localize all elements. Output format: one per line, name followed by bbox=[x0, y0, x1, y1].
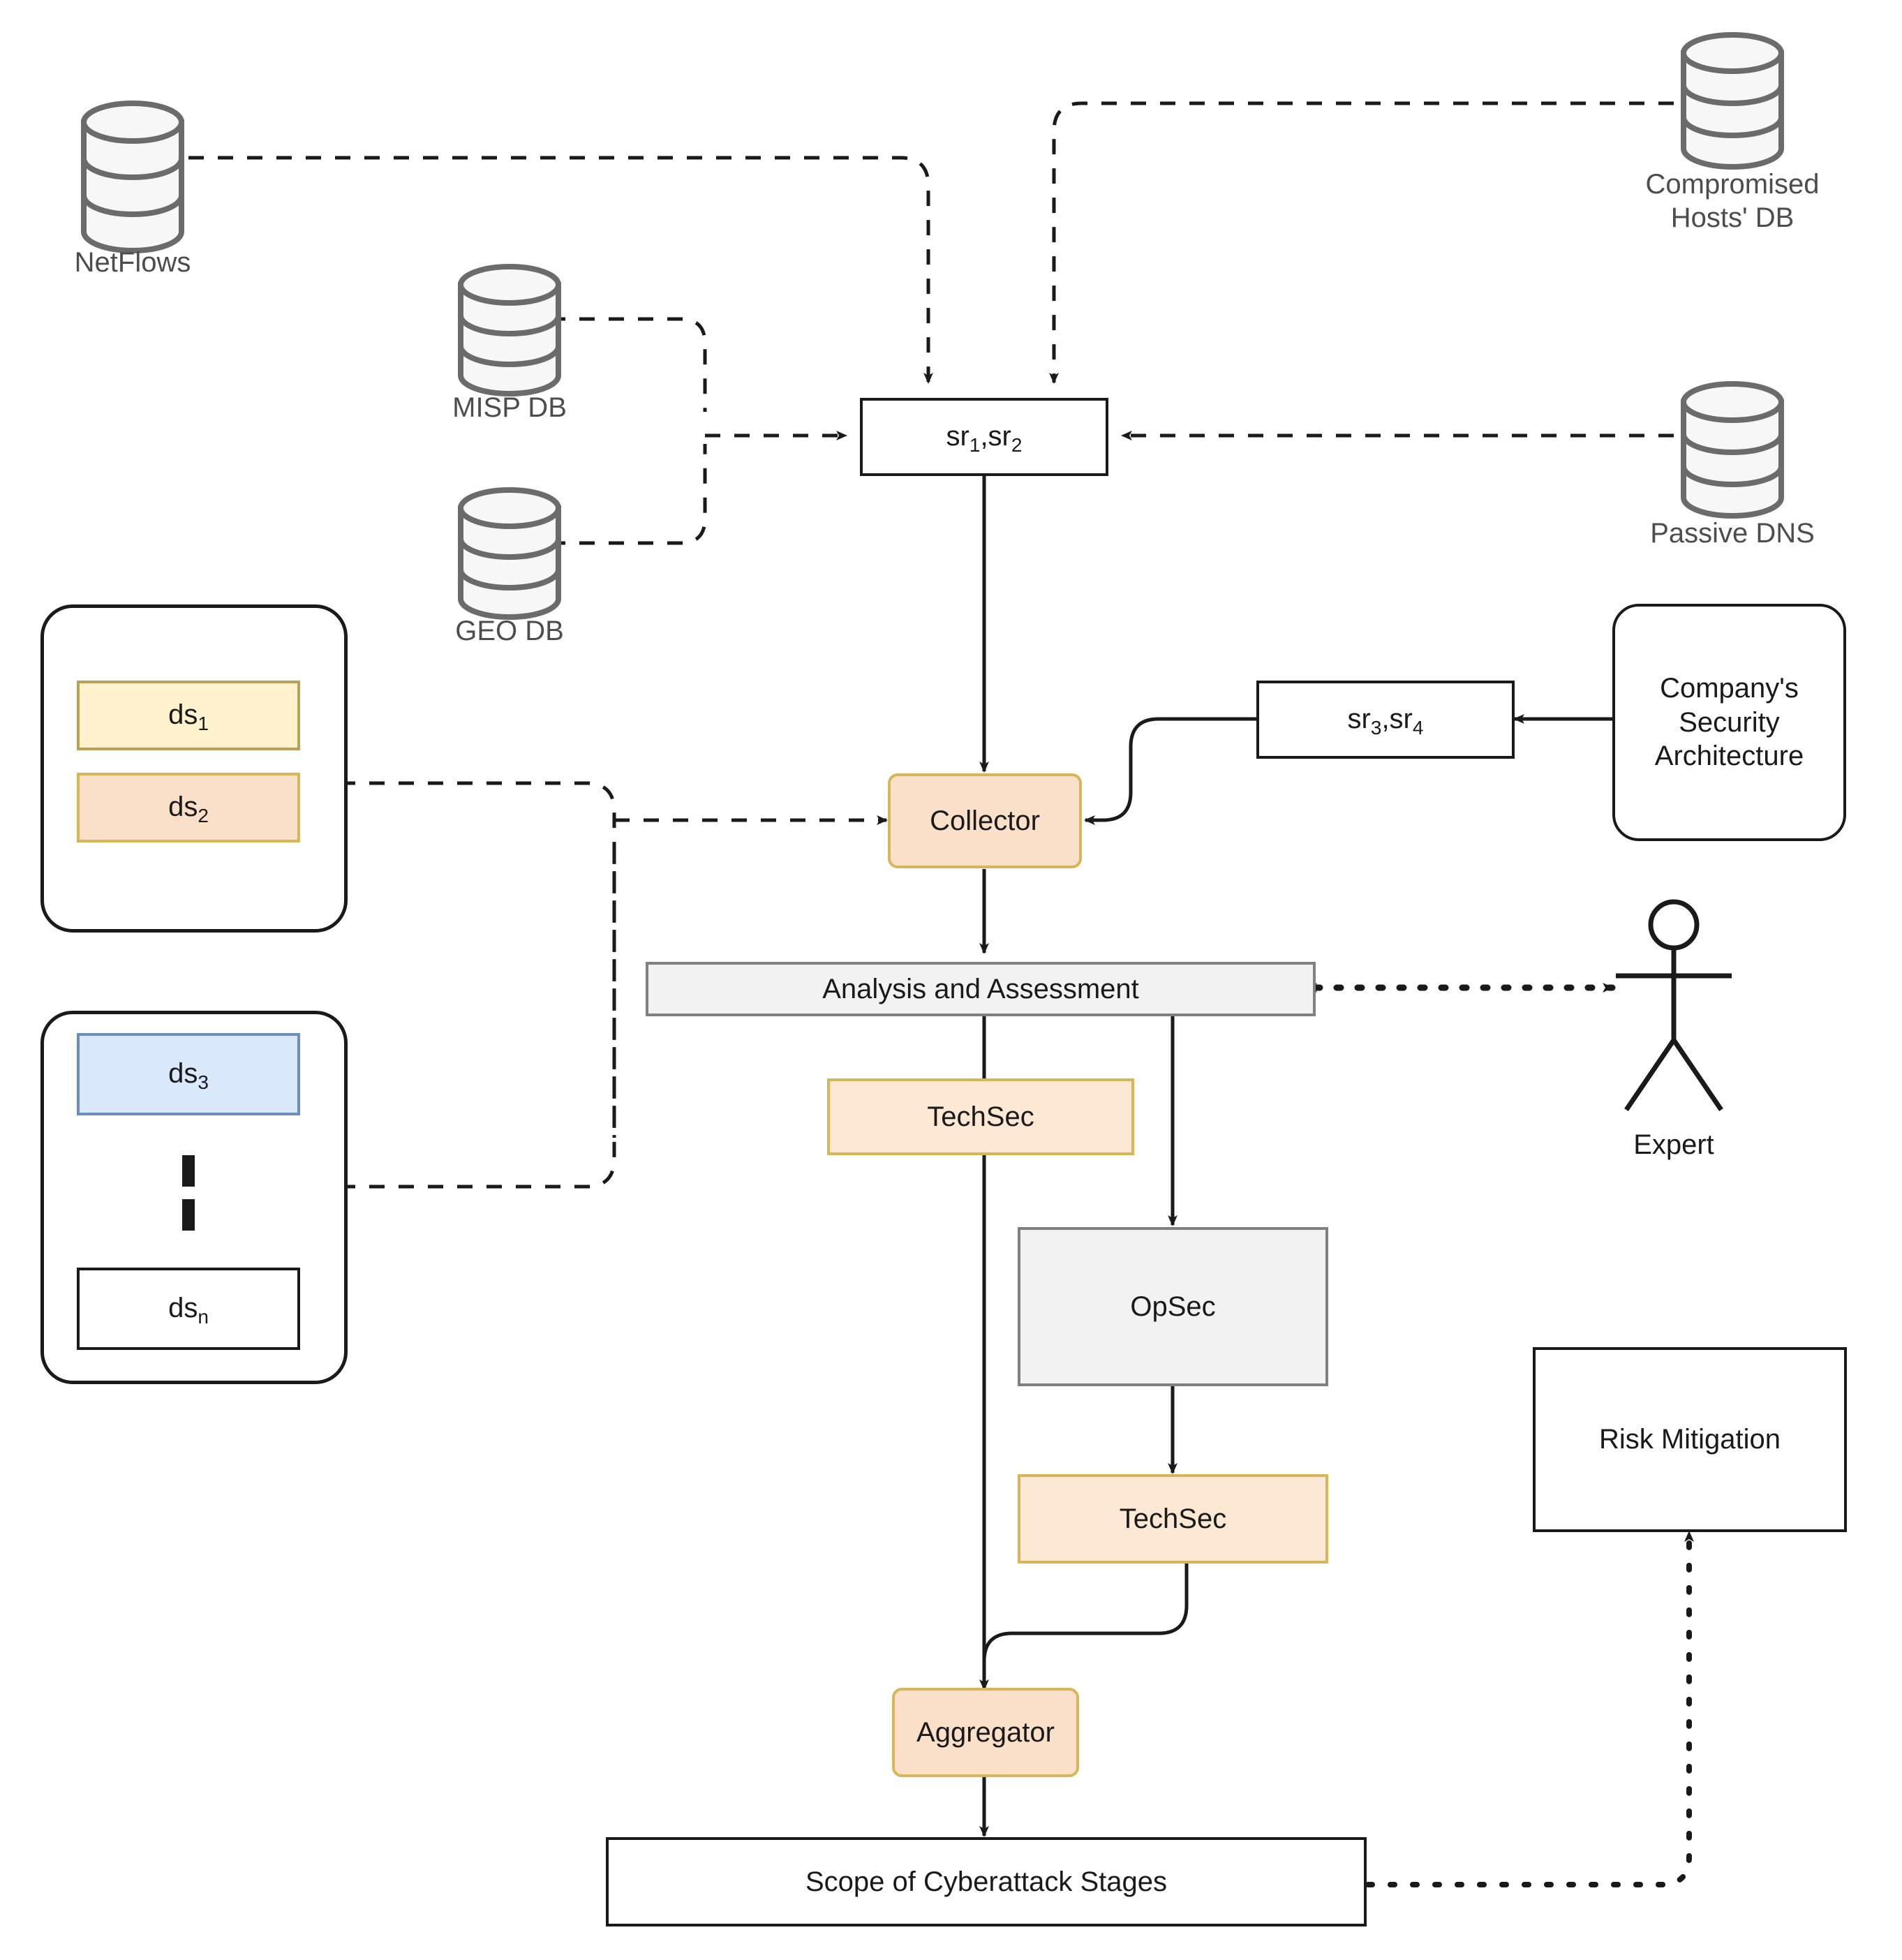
ds-item-ds1-label: ds1 bbox=[168, 699, 209, 734]
node-sr1-sr2-label: sr1,sr2 bbox=[946, 420, 1023, 456]
expert-label: Expert bbox=[1633, 1129, 1714, 1160]
ds-item-ds3[interactable]: ds3 bbox=[77, 1033, 300, 1115]
node-analysis-and-assessment[interactable]: Analysis and Assessment bbox=[646, 962, 1316, 1016]
node-opsec[interactable]: OpSec bbox=[1018, 1227, 1328, 1386]
edge-geo-to-merge bbox=[550, 444, 707, 545]
node-sr3-sr4-label: sr3,sr4 bbox=[1347, 703, 1424, 738]
db-label-compromised-hosts: Compromised Hosts' DB bbox=[1645, 169, 1820, 233]
ds-item-ds3-label: ds3 bbox=[168, 1057, 209, 1093]
ds-item-ds2-label: ds2 bbox=[168, 791, 209, 826]
database-cylinder-icon-misp bbox=[458, 264, 561, 396]
db-label-netflows: NetFlows bbox=[74, 247, 191, 278]
ds-item-dsn-label: dsn bbox=[168, 1292, 209, 1328]
node-sr1-sr2[interactable]: sr1,sr2 bbox=[860, 398, 1108, 476]
edge-sr34-to-collector bbox=[1084, 717, 1256, 825]
database-cylinder-icon-chosts bbox=[1681, 32, 1784, 170]
db-label-misp: MISP DB bbox=[452, 392, 567, 423]
database-cylinder-icon-pdns bbox=[1681, 381, 1784, 519]
node-risk-mitigation[interactable]: Risk Mitigation bbox=[1533, 1347, 1847, 1532]
edge-netflows-to-sr12 bbox=[159, 156, 933, 384]
database-cylinder-icon-netflows bbox=[81, 101, 184, 253]
database-cylinder-icon-geo bbox=[458, 487, 561, 620]
ds-item-ds2[interactable]: ds2 bbox=[77, 773, 300, 842]
node-techsec-1[interactable]: TechSec bbox=[827, 1078, 1134, 1155]
node-aggregator[interactable]: Aggregator bbox=[892, 1688, 1079, 1777]
node-collector[interactable]: Collector bbox=[888, 773, 1082, 868]
edge-panel-bottom-to-merge bbox=[340, 838, 616, 1189]
edge-panel-top-to-merge bbox=[340, 781, 616, 1138]
edge-chosts-to-sr12 bbox=[1049, 101, 1732, 384]
node-scope-of-cyberattack-stages[interactable]: Scope of Cyberattack Stages bbox=[606, 1837, 1367, 1926]
db-label-passive-dns: Passive DNS bbox=[1650, 518, 1815, 549]
ds-ellipsis-dot-1 bbox=[182, 1155, 195, 1187]
edge-techsec2-to-aggregator bbox=[982, 1564, 1189, 1686]
database-cylinder-icons bbox=[81, 32, 1784, 620]
ds-ellipsis-dot-2 bbox=[182, 1199, 195, 1231]
node-company-security-architecture[interactable]: Company's Security Architecture bbox=[1612, 604, 1846, 841]
ds-item-dsn[interactable]: dsn bbox=[77, 1268, 300, 1350]
node-sr3-sr4[interactable]: sr3,sr4 bbox=[1256, 681, 1515, 759]
ds-item-ds1[interactable]: ds1 bbox=[77, 681, 300, 750]
expert-stick-figure-icon bbox=[1616, 899, 1732, 1111]
node-techsec-2[interactable]: TechSec bbox=[1018, 1474, 1328, 1564]
datasource-panel-top bbox=[40, 604, 348, 933]
edge-scope-to-risk bbox=[1365, 1529, 1694, 1887]
db-label-geo: GEO DB bbox=[455, 616, 564, 646]
